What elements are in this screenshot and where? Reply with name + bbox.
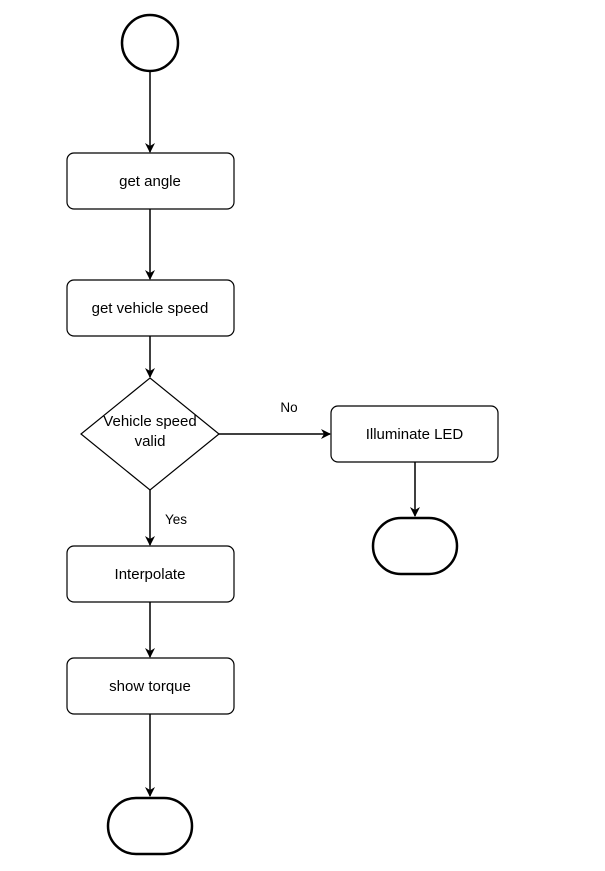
- start-node: [120, 13, 180, 73]
- process-show-torque: show torque: [66, 657, 235, 715]
- no-label: No: [280, 400, 297, 415]
- process-show-torque-label: show torque: [109, 678, 191, 695]
- decision-label-line1: Vehicle speed: [103, 413, 196, 430]
- process-get-vehicle-speed: get vehicle speed: [66, 279, 235, 337]
- end-node-torque: [106, 796, 194, 856]
- process-get-vehicle-speed-label: get vehicle speed: [92, 300, 209, 317]
- process-interpolate-label: Interpolate: [115, 566, 186, 583]
- process-get-angle: get angle: [66, 152, 235, 210]
- process-get-angle-label: get angle: [119, 173, 181, 190]
- process-illuminate-led-label: Illuminate LED: [366, 426, 464, 443]
- process-interpolate: Interpolate: [66, 545, 235, 603]
- decision-label-line2: valid: [135, 433, 166, 450]
- end-node-led: [371, 516, 459, 576]
- decision-vehicle-speed-valid: Vehicle speed valid: [80, 377, 220, 491]
- process-illuminate-led: Illuminate LED: [330, 405, 499, 463]
- yes-label: Yes: [165, 512, 187, 527]
